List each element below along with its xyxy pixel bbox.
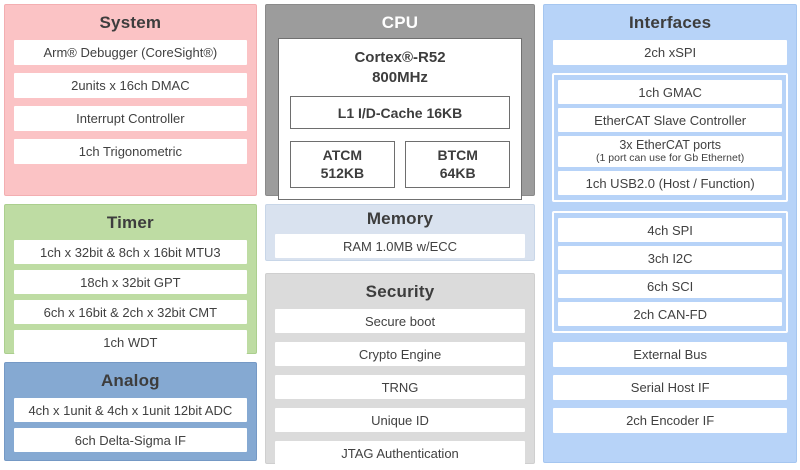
system-item-interrupt-controller: Interrupt Controller (14, 106, 247, 131)
btcm-size: 64KB (439, 164, 476, 181)
panel-analog: Analog 4ch x 1unit & 4ch x 1unit 12bit A… (4, 362, 257, 461)
interfaces-item-external-bus: External Bus (553, 342, 787, 367)
cpu-core-name: Cortex®-R52 (354, 49, 446, 66)
interfaces-item-encoder-if: 2ch Encoder IF (553, 408, 787, 433)
cpu-atcm-box: ATCM 512KB (289, 141, 396, 188)
cpu-core-label: Cortex®-R52 800MHz (354, 48, 445, 87)
right-column: Interfaces 2ch xSPI 1ch GMAC EtherCAT Sl… (543, 4, 797, 466)
cpu-core-frequency: 800MHz (372, 68, 428, 86)
interfaces-item-usb: 1ch USB2.0 (Host / Function) (558, 171, 782, 195)
interfaces-serial-group: 4ch SPI 3ch I2C 6ch SCI 2ch CAN-FD (552, 211, 788, 333)
timer-item-wdt: 1ch WDT (14, 330, 247, 354)
interfaces-item-i2c: 3ch I2C (558, 246, 782, 270)
analog-title: Analog (100, 371, 160, 390)
analog-item-adc: 4ch x 1unit & 4ch x 1unit 12bit ADC (14, 398, 247, 422)
interfaces-item-can-fd: 2ch CAN-FD (558, 302, 782, 326)
interfaces-network-group: 1ch GMAC EtherCAT Slave Controller 3x Et… (552, 73, 788, 202)
interfaces-item-gmac: 1ch GMAC (558, 80, 782, 104)
cpu-title: CPU (381, 13, 419, 32)
security-item-crypto-engine: Crypto Engine (274, 342, 526, 366)
cpu-core-box: Cortex®-R52 800MHz L1 I/D-Cache 16KB ATC… (277, 38, 523, 200)
system-item-trigonometric: 1ch Trigonometric (14, 139, 247, 164)
panel-cpu: CPU Cortex®-R52 800MHz L1 I/D-Cache 16KB… (264, 4, 536, 200)
cpu-btcm-box: BTCM 64KB (405, 141, 511, 188)
panel-timer: Timer 1ch x 32bit & 8ch x 16bit MTU3 18c… (4, 204, 257, 354)
interfaces-item-xspi: 2ch xSPI (553, 40, 787, 65)
interfaces-item-serial-host-if: Serial Host IF (553, 375, 787, 400)
security-item-trng: TRNG (274, 375, 526, 399)
timer-item-gpt: 18ch x 32bit GPT (14, 270, 247, 294)
system-item-debugger: Arm® Debugger (CoreSight®) (14, 40, 247, 65)
security-item-jtag-auth: JTAG Authentication (274, 441, 526, 465)
ethercat-ports-line1: 3x EtherCAT ports (619, 137, 721, 152)
interfaces-item-ethercat-ports: 3x EtherCAT ports (1 port can use for Gb… (558, 136, 782, 167)
memory-title: Memory (366, 209, 434, 228)
timer-item-mtu3: 1ch x 32bit & 8ch x 16bit MTU3 (14, 240, 247, 264)
interfaces-item-sci: 6ch SCI (558, 274, 782, 298)
atcm-name: ATCM (322, 147, 363, 163)
analog-item-delta-sigma: 6ch Delta-Sigma IF (14, 428, 247, 452)
interfaces-item-ethercat-slave: EtherCAT Slave Controller (558, 108, 782, 132)
panel-system: System Arm® Debugger (CoreSight®) 2units… (4, 4, 257, 196)
security-item-unique-id: Unique ID (274, 408, 526, 432)
ethercat-ports-line2: (1 port can use for Gb Ethernet) (596, 151, 745, 164)
panel-memory: Memory RAM 1.0MB w/ECC (264, 204, 536, 261)
security-item-secure-boot: Secure boot (274, 309, 526, 333)
cpu-tcm-row: ATCM 512KB BTCM 64KB (289, 141, 511, 188)
system-title: System (99, 13, 162, 32)
cpu-l1-cache-box: L1 I/D-Cache 16KB (289, 96, 511, 129)
timer-title: Timer (106, 213, 154, 232)
timer-item-cmt: 6ch x 16bit & 2ch x 32bit CMT (14, 300, 247, 324)
panel-security: Security Secure boot Crypto Engine TRNG … (264, 273, 536, 465)
panel-interfaces: Interfaces 2ch xSPI 1ch GMAC EtherCAT Sl… (543, 4, 797, 463)
left-column: System Arm® Debugger (CoreSight®) 2units… (4, 4, 257, 466)
memory-item-ram: RAM 1.0MB w/ECC (274, 234, 526, 258)
middle-column: CPU Cortex®-R52 800MHz L1 I/D-Cache 16KB… (264, 4, 536, 466)
system-item-dmac: 2units x 16ch DMAC (14, 73, 247, 98)
atcm-size: 512KB (320, 164, 365, 181)
btcm-name: BTCM (437, 147, 478, 163)
interfaces-item-spi: 4ch SPI (558, 218, 782, 242)
security-title: Security (365, 282, 435, 301)
interfaces-title: Interfaces (628, 13, 712, 32)
